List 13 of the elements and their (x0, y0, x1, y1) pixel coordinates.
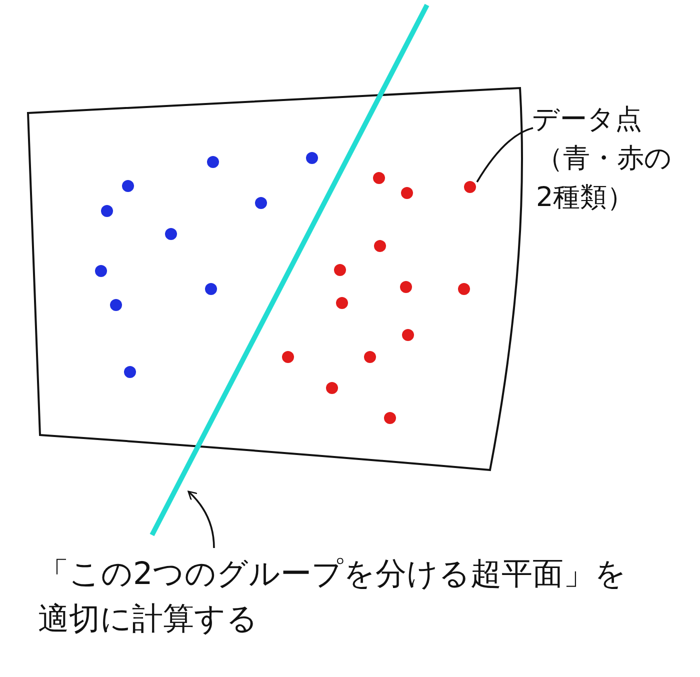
hyperplane-line (150, 4, 430, 536)
arrow (188, 490, 215, 548)
callout-note: （青・赤の2種類） (535, 142, 673, 216)
data-point (95, 265, 107, 277)
leader-line (476, 127, 534, 182)
callout-label: データ点 (532, 103, 643, 137)
data-point (458, 283, 470, 295)
data-point (110, 299, 122, 311)
data-point (122, 180, 134, 192)
data-point (124, 366, 136, 378)
data-point (464, 181, 476, 193)
caption-text: 「この2つのグループを分ける超平面」を適切に計算する (38, 555, 628, 639)
data-point (101, 205, 113, 217)
